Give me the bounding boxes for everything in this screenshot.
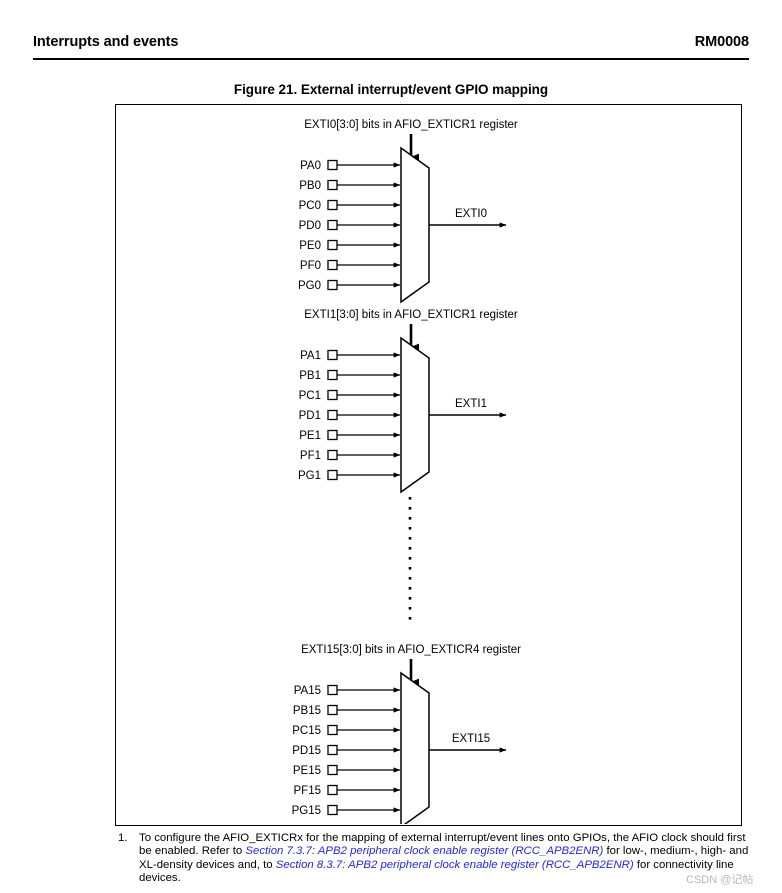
mux-input-label: PF0	[300, 260, 321, 272]
figure-caption: Figure 21. External interrupt/event GPIO…	[233, 82, 549, 97]
mux-block: EXTI15[3:0] bits in AFIO_EXTICR4 registe…	[292, 644, 521, 824]
mux-input-label: PD0	[299, 220, 321, 232]
footnote-text: To configure the AFIO_EXTICRx for the ma…	[139, 832, 755, 886]
mux-input-label: PC15	[292, 725, 321, 737]
gpio-pin-pad	[327, 704, 338, 716]
gpio-pin-pad	[327, 724, 338, 736]
gpio-pin-pad	[327, 349, 338, 361]
header-divider	[33, 58, 749, 60]
mux-control-caption: EXTI0[3:0] bits in AFIO_EXTICR1 register	[304, 119, 518, 131]
gpio-mapping-diagram: EXTI0[3:0] bits in AFIO_EXTICR1 register…	[292, 119, 521, 824]
header-section-title: Interrupts and events	[33, 34, 179, 50]
header-document-id: RM0008	[694, 34, 749, 50]
footnote-marker: 1.	[118, 832, 128, 844]
gpio-pin-pad	[327, 159, 338, 171]
figure-frame: EXTI0[3:0] bits in AFIO_EXTICR1 register…	[115, 104, 742, 826]
gpio-pin-pad	[327, 429, 338, 441]
mux-input-label: PG0	[298, 280, 321, 292]
gpio-pin-pad	[327, 784, 338, 796]
footnote-text-part1: To configure the AFIO_EXTICRx for the ma…	[139, 832, 746, 858]
mux-input-label: PG15	[292, 805, 321, 817]
gpio-pin-pad	[327, 684, 338, 696]
mux-body	[400, 146, 430, 304]
footnote-link-section-7-3-7[interactable]: Section 7.3.7: APB2 peripheral clock ena…	[245, 845, 604, 858]
mux-input-label: PA1	[300, 350, 321, 362]
mux-control-caption: EXTI1[3:0] bits in AFIO_EXTICR1 register	[304, 309, 518, 321]
mux-input-label: PA15	[294, 685, 321, 697]
mux-input-label: PF1	[300, 450, 321, 462]
gpio-pin-pad	[327, 389, 338, 401]
mux-input-label: PA0	[300, 160, 321, 172]
footnote-text-part3: for connectivity line devices.	[139, 858, 734, 885]
gpio-pin-pad	[327, 279, 338, 291]
mux-input-label: PE0	[299, 240, 321, 252]
mux-control-caption: EXTI15[3:0] bits in AFIO_EXTICR4 registe…	[301, 644, 521, 656]
mux-output-label: EXTI1	[455, 398, 487, 410]
mux-input-label: PD1	[299, 410, 321, 422]
footnote-text-part2: for low-, medium-, high- and XL-density …	[139, 845, 749, 871]
mux-body	[400, 671, 430, 824]
gpio-pin-pad	[327, 369, 338, 381]
mux-input-label: PE1	[299, 430, 321, 442]
mux-input-label: PG1	[298, 470, 321, 482]
gpio-pin-pad	[327, 219, 338, 231]
mux-body	[400, 336, 430, 494]
mux-input-label: PB1	[299, 370, 321, 382]
gpio-pin-pad	[327, 239, 338, 251]
gpio-pin-pad	[327, 199, 338, 211]
footnote-link-section-8-3-7[interactable]: Section 8.3.7: APB2 peripheral clock ena…	[275, 858, 634, 871]
gpio-pin-pad	[327, 179, 338, 191]
gpio-pin-pad	[327, 744, 338, 756]
gpio-pin-pad	[327, 469, 338, 481]
gpio-pin-pad	[327, 409, 338, 421]
mux-input-label: PE15	[293, 765, 321, 777]
page-header: Interrupts and events RM0008	[33, 33, 749, 63]
gpio-pin-pad	[327, 764, 338, 776]
gpio-pin-pad	[327, 449, 338, 461]
mux-input-label: PB15	[293, 705, 321, 717]
gpio-pin-pad	[327, 804, 338, 816]
mux-block: EXTI0[3:0] bits in AFIO_EXTICR1 register…	[298, 119, 518, 304]
figure-footnote: 1. To configure the AFIO_EXTICRx for the…	[115, 832, 755, 886]
mux-input-label: PC1	[299, 390, 321, 402]
mux-input-label: PB0	[299, 180, 321, 192]
mux-output-label: EXTI0	[455, 208, 487, 220]
mux-input-label: PD15	[292, 745, 321, 757]
mux-block: EXTI1[3:0] bits in AFIO_EXTICR1 register…	[298, 309, 518, 494]
gpio-pin-pad	[327, 259, 338, 271]
mux-output-label: EXTI15	[452, 733, 490, 745]
csdn-watermark: CSDN @记帖	[686, 874, 754, 886]
mux-input-label: PC0	[299, 200, 321, 212]
mux-input-label: PF15	[294, 785, 322, 797]
